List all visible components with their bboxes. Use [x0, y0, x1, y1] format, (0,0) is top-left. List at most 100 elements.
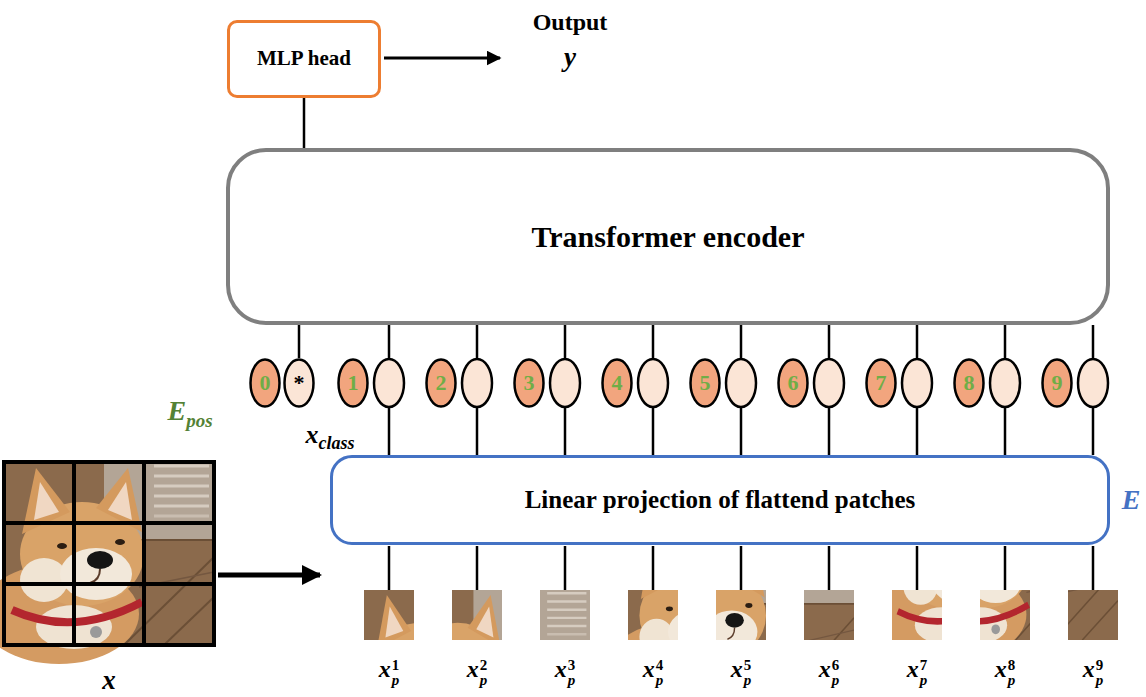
ellipse-shape — [251, 360, 280, 407]
position-embedding-label: Epos — [167, 397, 212, 425]
patch-label: x7p — [907, 657, 928, 688]
input-image-label-text: x — [102, 665, 116, 695]
patch-label-subscript: p — [832, 674, 840, 689]
patch-label-superscript: 7 — [920, 659, 928, 674]
patch-label-subscript: p — [568, 674, 576, 689]
position-embedding-ellipse: 0 — [249, 358, 281, 408]
ellipse-shape — [955, 360, 984, 407]
node-text: MLP head — [257, 47, 351, 70]
output-variable: y — [564, 44, 576, 71]
patch-label-superscript: 9 — [1096, 659, 1104, 674]
patch-token-ellipse — [726, 359, 756, 407]
split-arrow — [218, 573, 320, 578]
patch-label-symbol: x — [731, 656, 743, 682]
ellipse-shape — [867, 360, 896, 407]
patch-label-symbol: x — [555, 656, 567, 682]
patch-token-ellipse — [638, 359, 668, 407]
position-embedding-ellipse: 3 — [513, 358, 545, 408]
position-embedding-label-symbol: E — [167, 395, 186, 426]
connector-line — [303, 98, 306, 148]
patch-token-ellipse — [462, 359, 492, 407]
patch-token-ellipse — [550, 359, 580, 407]
patch-label-subscript: p — [656, 674, 664, 689]
position-embedding-ellipse: 2 — [425, 358, 457, 408]
dog-photo — [0, 462, 214, 664]
image-patch — [648, 540, 816, 697]
patch-link — [916, 546, 919, 590]
ellipse-shape — [427, 360, 456, 407]
embedding-matrix-label: E — [1122, 486, 1141, 514]
patch-label-symbol: x — [995, 656, 1007, 682]
input-image — [0, 462, 214, 664]
patch-links — [389, 546, 1093, 590]
patch-link — [564, 546, 567, 590]
transformer-encoder-box: Transformer encoder — [226, 148, 1110, 325]
class-token-label-symbol: x — [306, 420, 319, 449]
patch-label-superscript: 1 — [392, 659, 400, 674]
patch-label: x4p — [643, 657, 664, 688]
patch-label-superscript: 6 — [832, 659, 840, 674]
patch-grid-line — [72, 462, 76, 645]
patch-label-symbol: x — [467, 656, 479, 682]
mlp-head-box: MLP head — [227, 20, 381, 98]
node-text: 1 — [348, 371, 359, 395]
patch-label: x3p — [555, 657, 576, 688]
image-patch — [422, 590, 590, 697]
patch-label: x5p — [731, 657, 752, 688]
ellipse-shape — [1043, 360, 1072, 407]
patch-label-indices: 2p — [480, 659, 488, 689]
linear-projection-box: Linear projection of flattend patches — [330, 455, 1110, 545]
patch-label-symbol: x — [379, 656, 391, 682]
patch-token-ellipse — [990, 359, 1020, 407]
patch-label-indices: 7p — [920, 659, 928, 689]
node-text: * — [294, 371, 305, 395]
patch-link — [1092, 546, 1095, 590]
class-token-ellipse: * — [283, 358, 315, 408]
patch-label-superscript: 4 — [656, 659, 664, 674]
patch-label-superscript: 2 — [480, 659, 488, 674]
patch-label: x8p — [995, 657, 1016, 688]
ellipse-shape — [515, 360, 544, 407]
patch-token-ellipse — [814, 359, 844, 407]
patch-label-symbol: x — [907, 656, 919, 682]
patch-label-symbol: x — [1083, 656, 1095, 682]
position-embedding-ellipse: 8 — [953, 358, 985, 408]
node-text: 5 — [700, 371, 711, 395]
node-text: 0 — [260, 371, 271, 395]
node-text: 4 — [612, 371, 623, 395]
patch-label-subscript: p — [480, 674, 488, 689]
position-embedding-ellipse: 6 — [777, 358, 809, 408]
position-embedding-ellipse: 7 — [865, 358, 897, 408]
patch-link — [1004, 546, 1007, 590]
patch-link — [828, 546, 831, 590]
output-arrow — [384, 57, 500, 60]
patch-token-ellipse — [1078, 359, 1108, 407]
node-text: 3 — [524, 371, 535, 395]
patch-token-ellipse — [374, 359, 404, 407]
patch-label-indices: 9p — [1096, 659, 1104, 689]
output-label: Output — [533, 10, 608, 34]
position-embedding-label-subscript: pos — [186, 410, 212, 431]
class-token-label: xclass — [306, 422, 355, 448]
patch-label-symbol: x — [819, 656, 831, 682]
node-text: 7 — [876, 371, 887, 395]
patch-token-ellipses — [374, 359, 1108, 407]
class-token-label-subscript: class — [319, 433, 355, 453]
patch-link — [652, 546, 655, 590]
patch-link — [476, 546, 479, 590]
node-text: Linear projection of flattend patches — [525, 486, 916, 514]
patch-label-subscript: p — [1096, 674, 1104, 689]
image-patch — [686, 540, 854, 697]
position-embedding-ellipse: 9 — [1041, 358, 1073, 408]
output-variable-text: y — [564, 42, 576, 72]
position-embedding-ellipse: 5 — [689, 358, 721, 408]
patch-label-indices: 4p — [656, 659, 664, 689]
node-text: 6 — [788, 371, 799, 395]
image-patch — [384, 590, 552, 697]
patch-label-subscript: p — [744, 674, 752, 689]
patch-token-ellipse — [902, 359, 932, 407]
patch-label-superscript: 3 — [568, 659, 576, 674]
node-text: 9 — [1052, 371, 1063, 395]
patch-label-indices: 8p — [1008, 659, 1016, 689]
image-border — [4, 462, 214, 645]
